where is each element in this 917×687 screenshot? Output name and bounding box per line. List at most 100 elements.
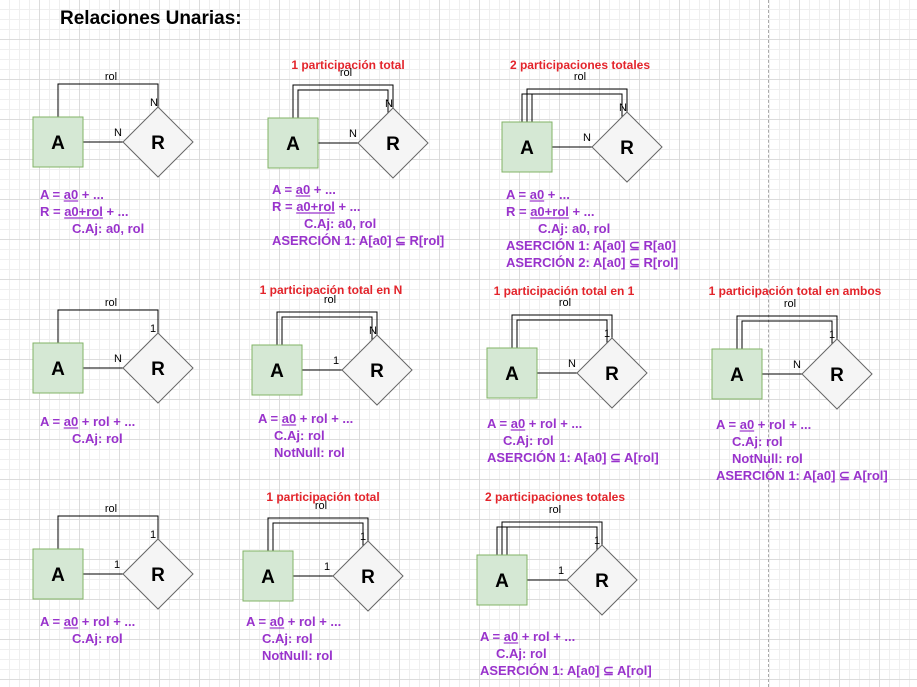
- loop-role-label: rol: [784, 298, 796, 310]
- entity-box: [476, 554, 528, 606]
- loop-role-label: rol: [340, 67, 352, 79]
- loop-line: [501, 521, 603, 555]
- loop-role-label: rol: [105, 503, 117, 515]
- annotation-line: A = a0 + rol + ...: [480, 629, 575, 644]
- cardinality-loop: 1: [150, 323, 156, 335]
- annotation-line: NotNull: rol: [274, 445, 345, 460]
- loop-role-label: rol: [105, 297, 117, 309]
- cardinality-entity: N: [568, 358, 576, 370]
- annotation-line: C.Aj: rol: [72, 431, 123, 446]
- loop-role-label: rol: [574, 71, 586, 83]
- annotation-line: A = a0 + ...: [506, 187, 570, 202]
- relation-diamond: [122, 538, 194, 610]
- entity-box: [251, 344, 303, 396]
- relation-name: R: [595, 571, 609, 592]
- loop-line-double: [521, 93, 623, 122]
- loop-line: [57, 515, 159, 549]
- loop-role-label: rol: [315, 500, 327, 512]
- cardinality-entity: 1: [324, 561, 330, 573]
- annotation-line: C.Aj: rol: [72, 631, 123, 646]
- cardinality-loop: N: [150, 97, 158, 109]
- loop-line-double: [281, 316, 373, 345]
- entity-name: A: [51, 565, 65, 586]
- annotation-line: R = a0+rol + ...: [506, 204, 595, 219]
- entity-box: [32, 116, 84, 168]
- relation-diamond: [341, 334, 413, 406]
- annotation-line: A = a0 + rol + ...: [246, 614, 341, 629]
- annotation-line: NotNull: rol: [262, 648, 333, 663]
- loop-line-double: [516, 319, 608, 348]
- entity-name: A: [51, 133, 65, 154]
- entity-name: A: [730, 365, 744, 386]
- annotation-line: C.Aj: a0, rol: [72, 221, 144, 236]
- relation-name: R: [605, 364, 619, 385]
- cardinality-loop: 1: [360, 531, 366, 543]
- relation-diamond: [801, 338, 873, 410]
- entity-box: [32, 548, 84, 600]
- relation-name: R: [151, 565, 165, 586]
- cardinality-loop: 1: [604, 328, 610, 340]
- annotation-line: ASERCIÓN 1: A[a0] ⊆ A[rol]: [716, 468, 888, 483]
- annotation-line: A = a0 + rol + ...: [716, 417, 811, 432]
- loop-line: [267, 517, 369, 551]
- annotation-line: C.Aj: rol: [496, 646, 547, 661]
- diagram-header: 2 participaciones totales: [510, 58, 650, 72]
- annotation-line: ASERCIÓN 2: A[a0] ⊆ R[rol]: [506, 255, 678, 270]
- loop-role-label: rol: [559, 297, 571, 309]
- annotation-line: C.Aj: a0, rol: [304, 216, 376, 231]
- annotation-line: NotNull: rol: [732, 451, 803, 466]
- cardinality-loop: N: [385, 98, 393, 110]
- cardinality-loop: 1: [829, 329, 835, 341]
- loop-role-label: rol: [105, 71, 117, 83]
- annotation-line: A = a0 + rol + ...: [258, 411, 353, 426]
- annotation-line: A = a0 + rol + ...: [487, 416, 582, 431]
- cardinality-entity: N: [583, 132, 591, 144]
- annotation-line: C.Aj: rol: [262, 631, 313, 646]
- relation-name: R: [361, 567, 375, 588]
- annotation-line: R = a0+rol + ...: [272, 199, 361, 214]
- diagram-header: 1 participación total en ambos: [709, 284, 882, 298]
- relation-name: R: [830, 365, 844, 386]
- annotation-line: ASERCIÓN 1: A[a0] ⊆ R[rol]: [272, 233, 444, 248]
- annotation-line: A = a0 + ...: [40, 187, 104, 202]
- annotation-line: C.Aj: a0, rol: [538, 221, 610, 236]
- diagram-header: 2 participaciones totales: [485, 490, 625, 504]
- loop-line-double: [297, 89, 389, 118]
- entity-box: [242, 550, 294, 602]
- cardinality-entity: 1: [114, 559, 120, 571]
- cardinality-entity: N: [114, 127, 122, 139]
- cardinality-entity: 1: [558, 565, 564, 577]
- relation-name: R: [151, 133, 165, 154]
- entity-name: A: [261, 567, 275, 588]
- diagram-header: 1 participación total: [291, 58, 404, 72]
- annotation-line: C.Aj: rol: [732, 434, 783, 449]
- annotation-line: ASERCIÓN 1: A[a0] ⊆ R[a0]: [506, 238, 676, 253]
- annotation-line: R = a0+rol + ...: [40, 204, 129, 219]
- annotation-line: C.Aj: rol: [503, 433, 554, 448]
- loop-line: [57, 309, 159, 343]
- page-break-guide: [768, 0, 769, 687]
- cardinality-entity: N: [349, 128, 357, 140]
- relation-name: R: [370, 361, 384, 382]
- entity-box: [501, 121, 553, 173]
- relation-name: R: [620, 138, 634, 159]
- entity-box: [486, 347, 538, 399]
- annotation-line: C.Aj: rol: [274, 428, 325, 443]
- annotation-line: ASERCIÓN 1: A[a0] ⊆ A[rol]: [480, 663, 652, 678]
- diagram-header: 1 participación total en N: [260, 283, 403, 297]
- relation-diamond: [122, 106, 194, 178]
- cardinality-entity: 1: [333, 355, 339, 367]
- entity-name: A: [270, 361, 284, 382]
- entity-name: A: [520, 138, 534, 159]
- relation-name: R: [151, 359, 165, 380]
- entity-box: [711, 348, 763, 400]
- annotation-line: A = a0 + rol + ...: [40, 614, 135, 629]
